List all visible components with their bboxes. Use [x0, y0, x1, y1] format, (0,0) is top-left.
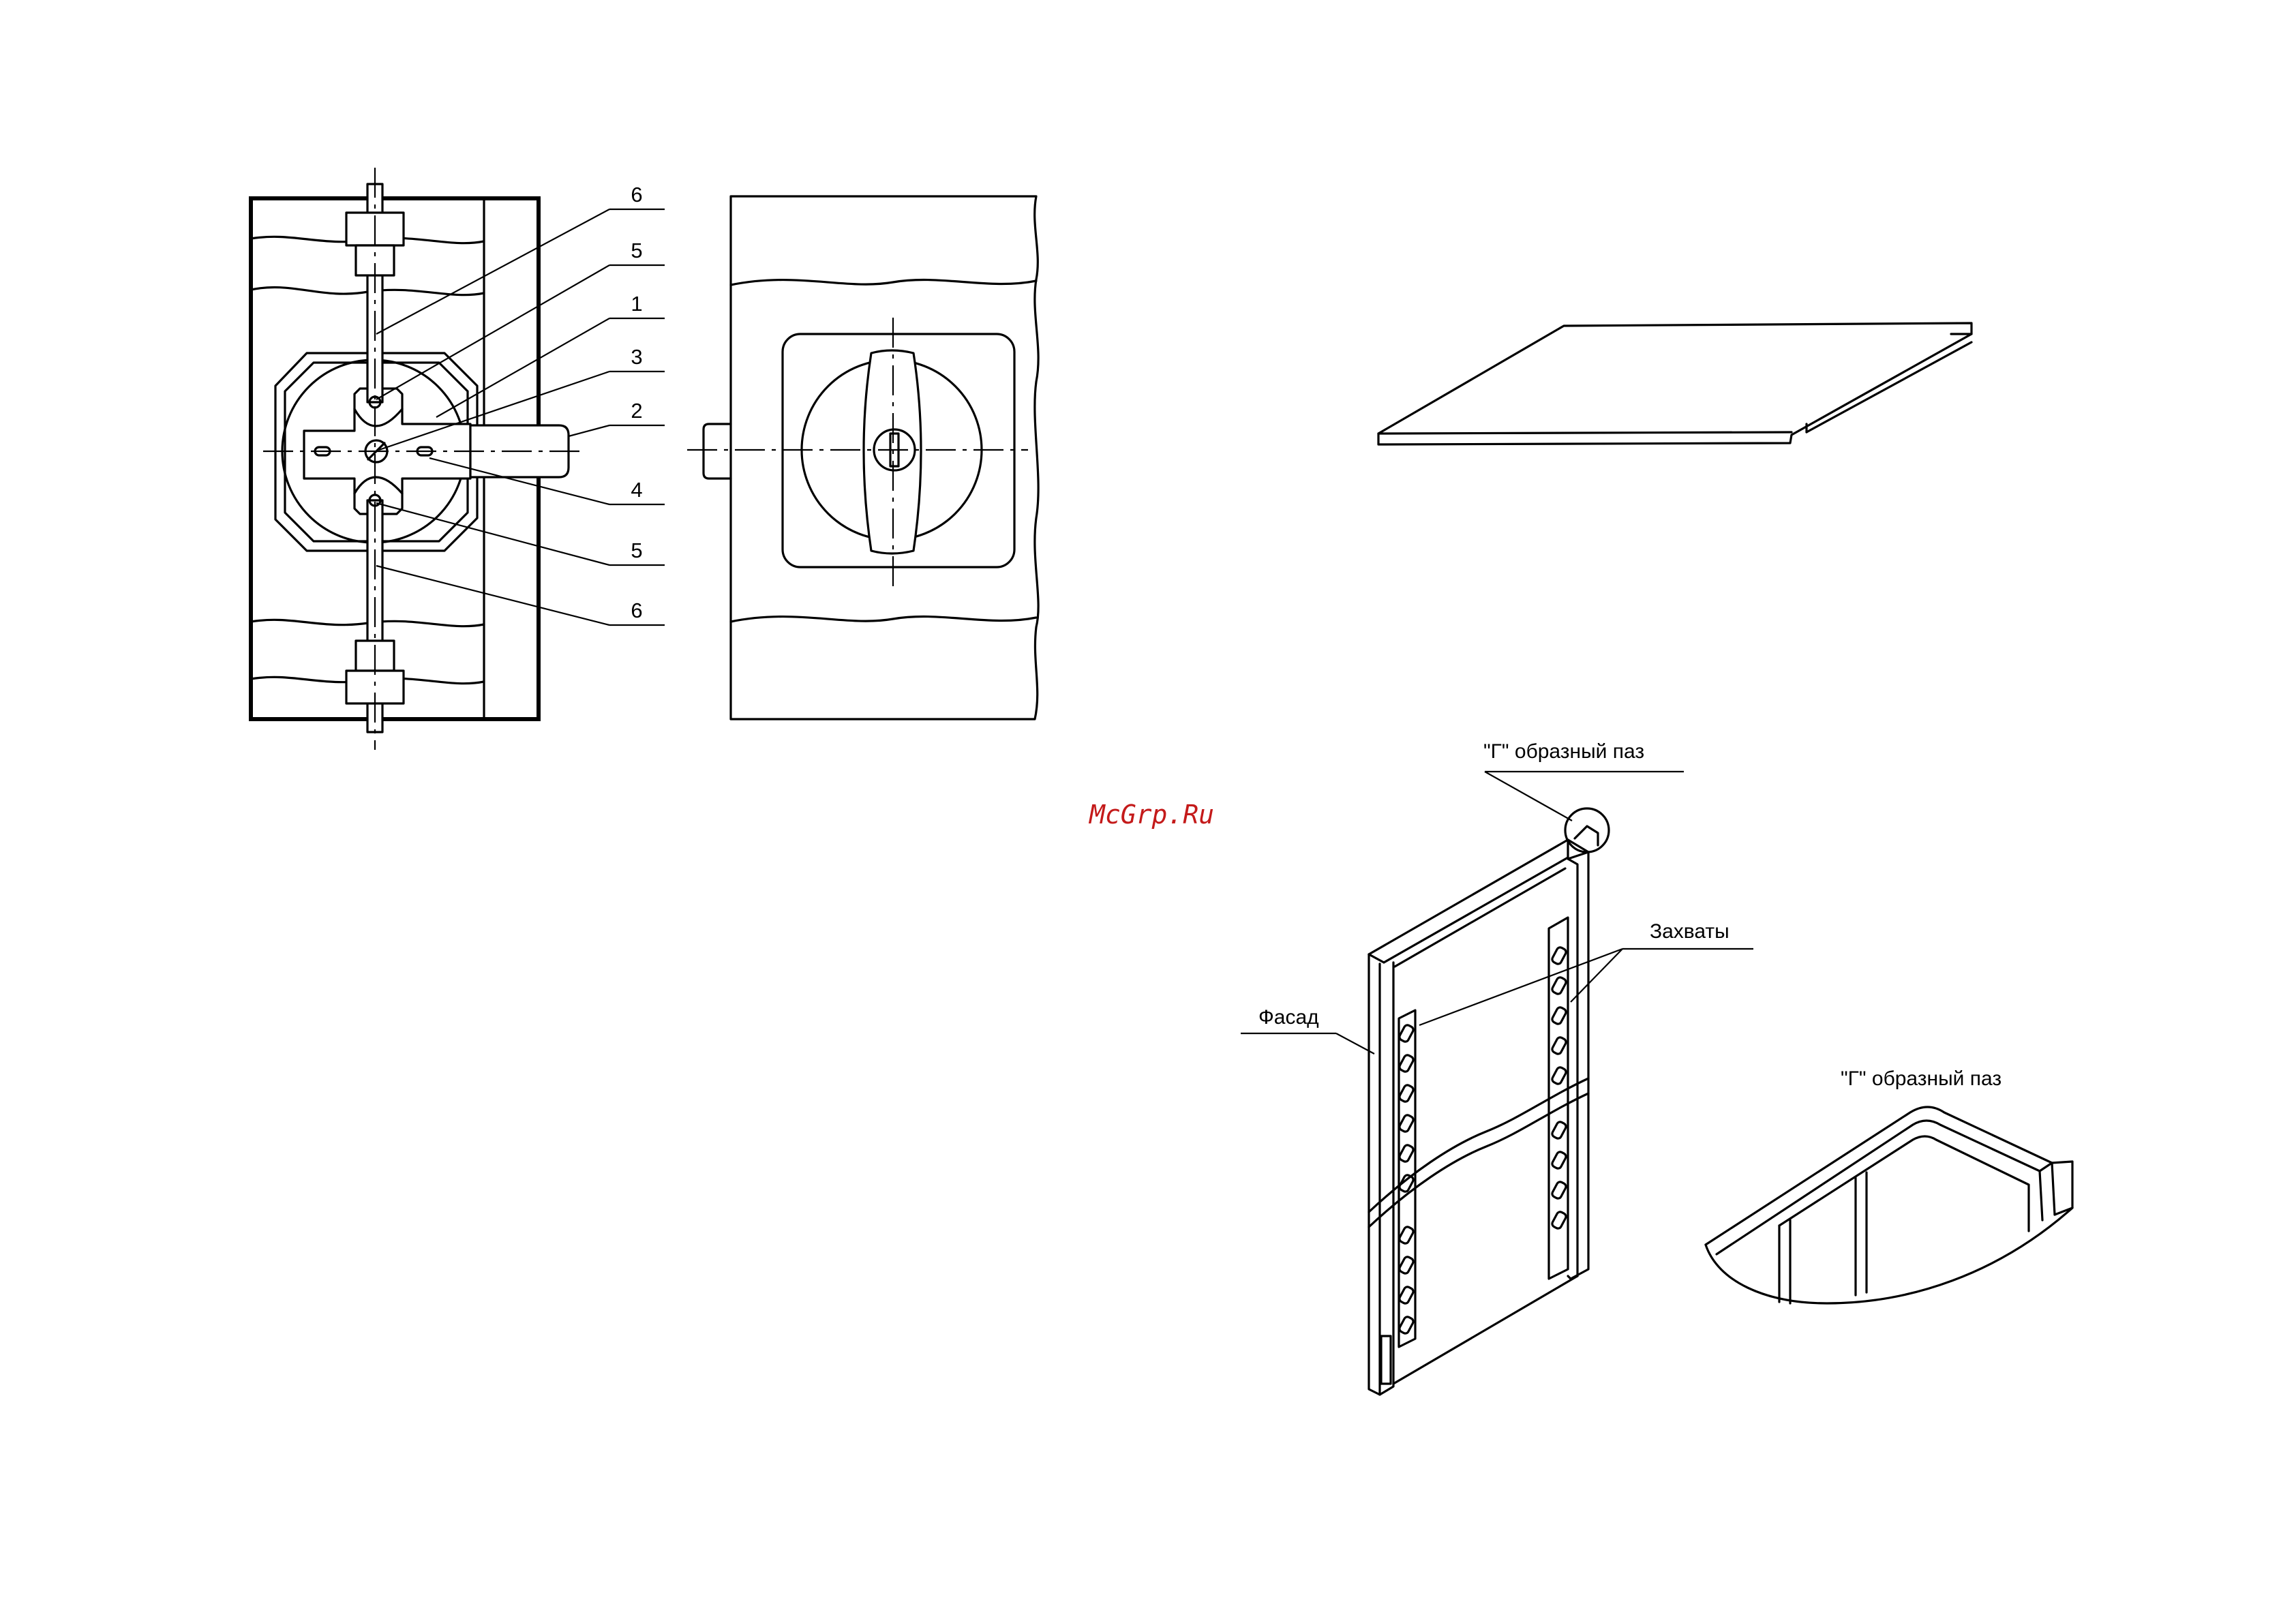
grip-slots-right: [1551, 946, 1567, 1230]
shelf-panel-view: [1378, 323, 1972, 444]
callout-6-top: 6: [631, 183, 642, 207]
callout-4: 4: [631, 478, 642, 502]
lock-exterior-view: [687, 196, 1038, 719]
callout-1: 1: [631, 292, 642, 316]
callout-2: 2: [631, 399, 642, 423]
callout-leaders: [376, 209, 665, 625]
callout-3: 3: [631, 345, 642, 369]
callout-6-bottom: 6: [631, 598, 642, 622]
lock-front-section-view: [251, 168, 585, 750]
watermark: McGrp.Ru: [1088, 800, 1214, 830]
g-slot-label-top: "Г" образный паз: [1483, 740, 1644, 763]
grips-label: Захваты: [1650, 920, 1729, 943]
facade-label: Фасад: [1258, 1006, 1319, 1029]
callout-numbers: 6 5 1 3 2 4 5 6: [631, 183, 642, 622]
g-slot-detail-view: [1706, 1107, 2072, 1303]
callout-5-top: 5: [631, 239, 642, 262]
g-slot-detail-label: "Г" образный паз: [1841, 1067, 2002, 1090]
callout-5-bottom: 5: [631, 539, 642, 562]
